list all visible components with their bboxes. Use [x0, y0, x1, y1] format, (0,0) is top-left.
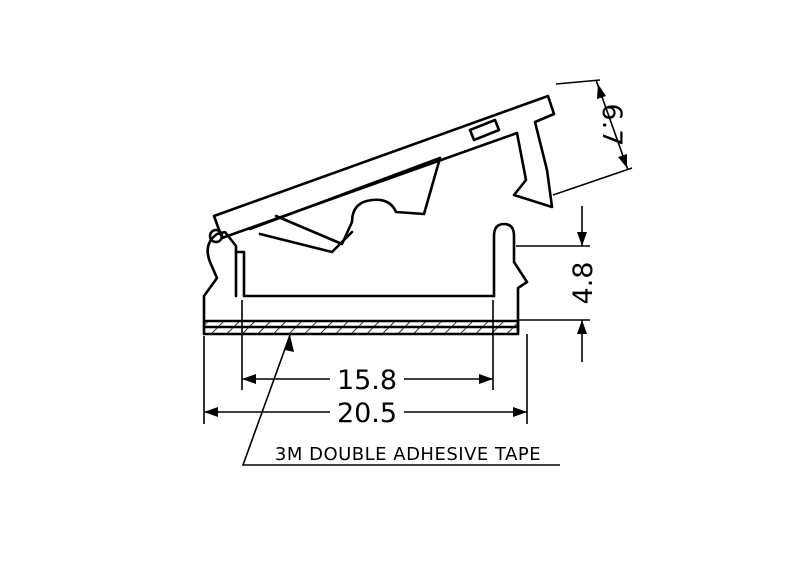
extension-line-lid-top — [555, 79, 601, 85]
arrow-outer-right — [513, 407, 527, 417]
arrow-tape-leader — [285, 335, 294, 352]
arrow-outer-left — [204, 407, 218, 417]
arrow-height-bottom — [577, 320, 587, 334]
hinge-pin — [208, 228, 224, 244]
dimension-inner-width: 15.8 — [337, 365, 397, 396]
tape-leader-line — [241, 334, 560, 466]
arrow-lid-top — [597, 84, 606, 99]
tape-note-label: 3M DOUBLE ADHESIVE TAPE — [275, 444, 541, 465]
base-channel-outline — [202, 222, 529, 334]
dimension-lid-height: 6.7 — [596, 104, 627, 147]
arrow-inner-left — [242, 374, 256, 384]
extension-line-lid-bottom — [552, 167, 633, 196]
lid-tab — [468, 118, 501, 142]
dimension-base-height: 4.8 — [568, 262, 599, 305]
arrow-inner-right — [479, 374, 493, 384]
lid-outline — [212, 94, 556, 240]
lid-inner-rib — [248, 156, 442, 246]
arrow-lid-bottom — [618, 154, 627, 168]
arrow-height-top — [577, 232, 587, 246]
lid-inner-rib-lower — [258, 230, 354, 254]
dimension-outer-width: 20.5 — [337, 398, 397, 429]
